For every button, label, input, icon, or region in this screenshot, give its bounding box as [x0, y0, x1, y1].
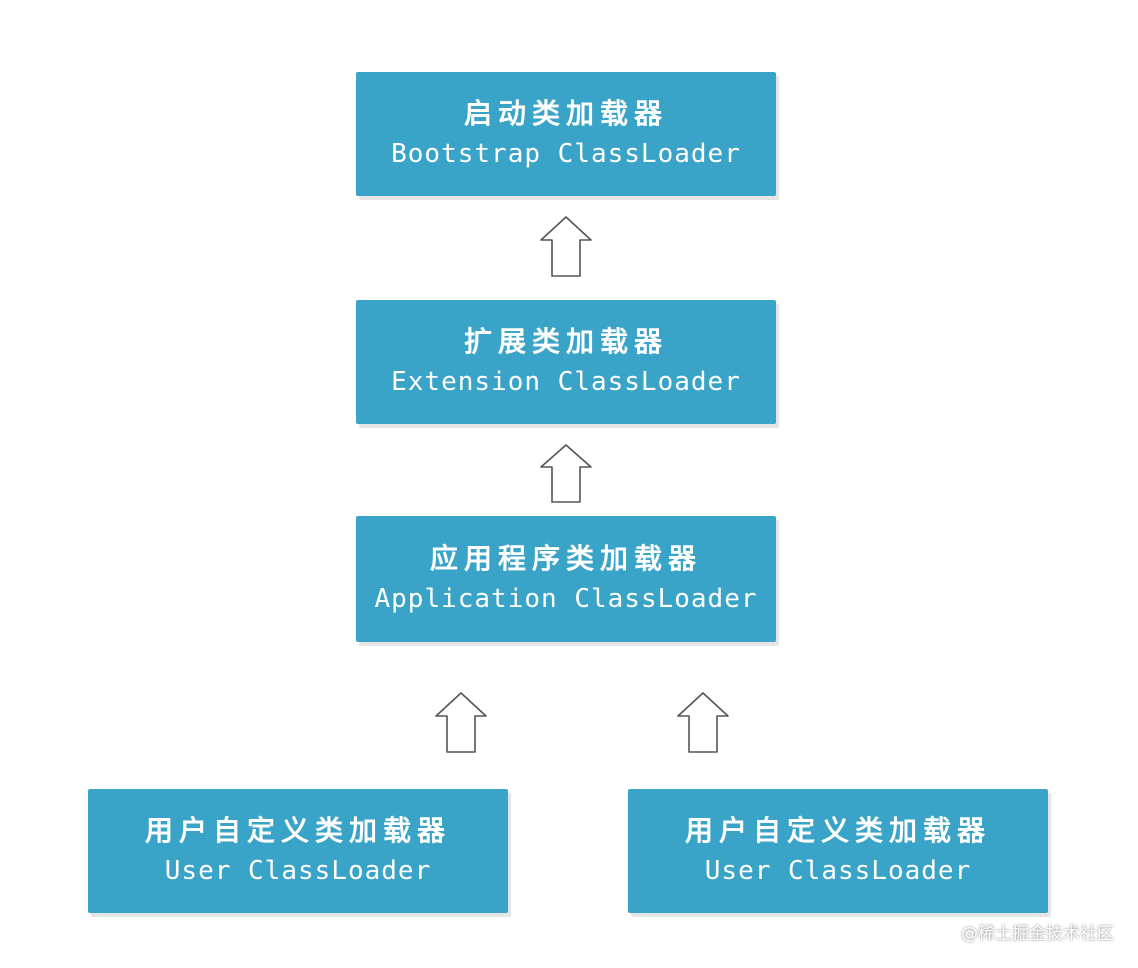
arrow-up-icon	[540, 444, 592, 503]
arrow-up-icon	[677, 692, 729, 753]
node-bootstrap-label-zh: 启动类加载器	[463, 97, 668, 130]
node-user-left-label-en: User ClassLoader	[164, 856, 432, 886]
node-user-right-label-en: User ClassLoader	[704, 856, 972, 886]
arrow-up-icon	[540, 216, 592, 277]
node-application-classloader: 应用程序类加载器 Application ClassLoader	[356, 516, 776, 642]
node-bootstrap-label-en: Bootstrap ClassLoader	[391, 139, 741, 169]
node-user-left-label-zh: 用户自定义类加载器	[144, 814, 451, 847]
node-extension-label-zh: 扩展类加载器	[463, 325, 668, 358]
node-bootstrap-classloader: 启动类加载器 Bootstrap ClassLoader	[356, 72, 776, 196]
arrow-up-icon	[435, 692, 487, 753]
node-application-label-zh: 应用程序类加载器	[429, 542, 702, 575]
node-user-right-label-zh: 用户自定义类加载器	[684, 814, 991, 847]
node-application-label-en: Application ClassLoader	[374, 584, 758, 614]
node-extension-label-en: Extension ClassLoader	[391, 367, 741, 397]
node-extension-classloader: 扩展类加载器 Extension ClassLoader	[356, 300, 776, 424]
node-user-classloader-right: 用户自定义类加载器 User ClassLoader	[628, 789, 1048, 913]
watermark: @稀土掘金技术社区	[961, 924, 1114, 944]
node-user-classloader-left: 用户自定义类加载器 User ClassLoader	[88, 789, 508, 913]
